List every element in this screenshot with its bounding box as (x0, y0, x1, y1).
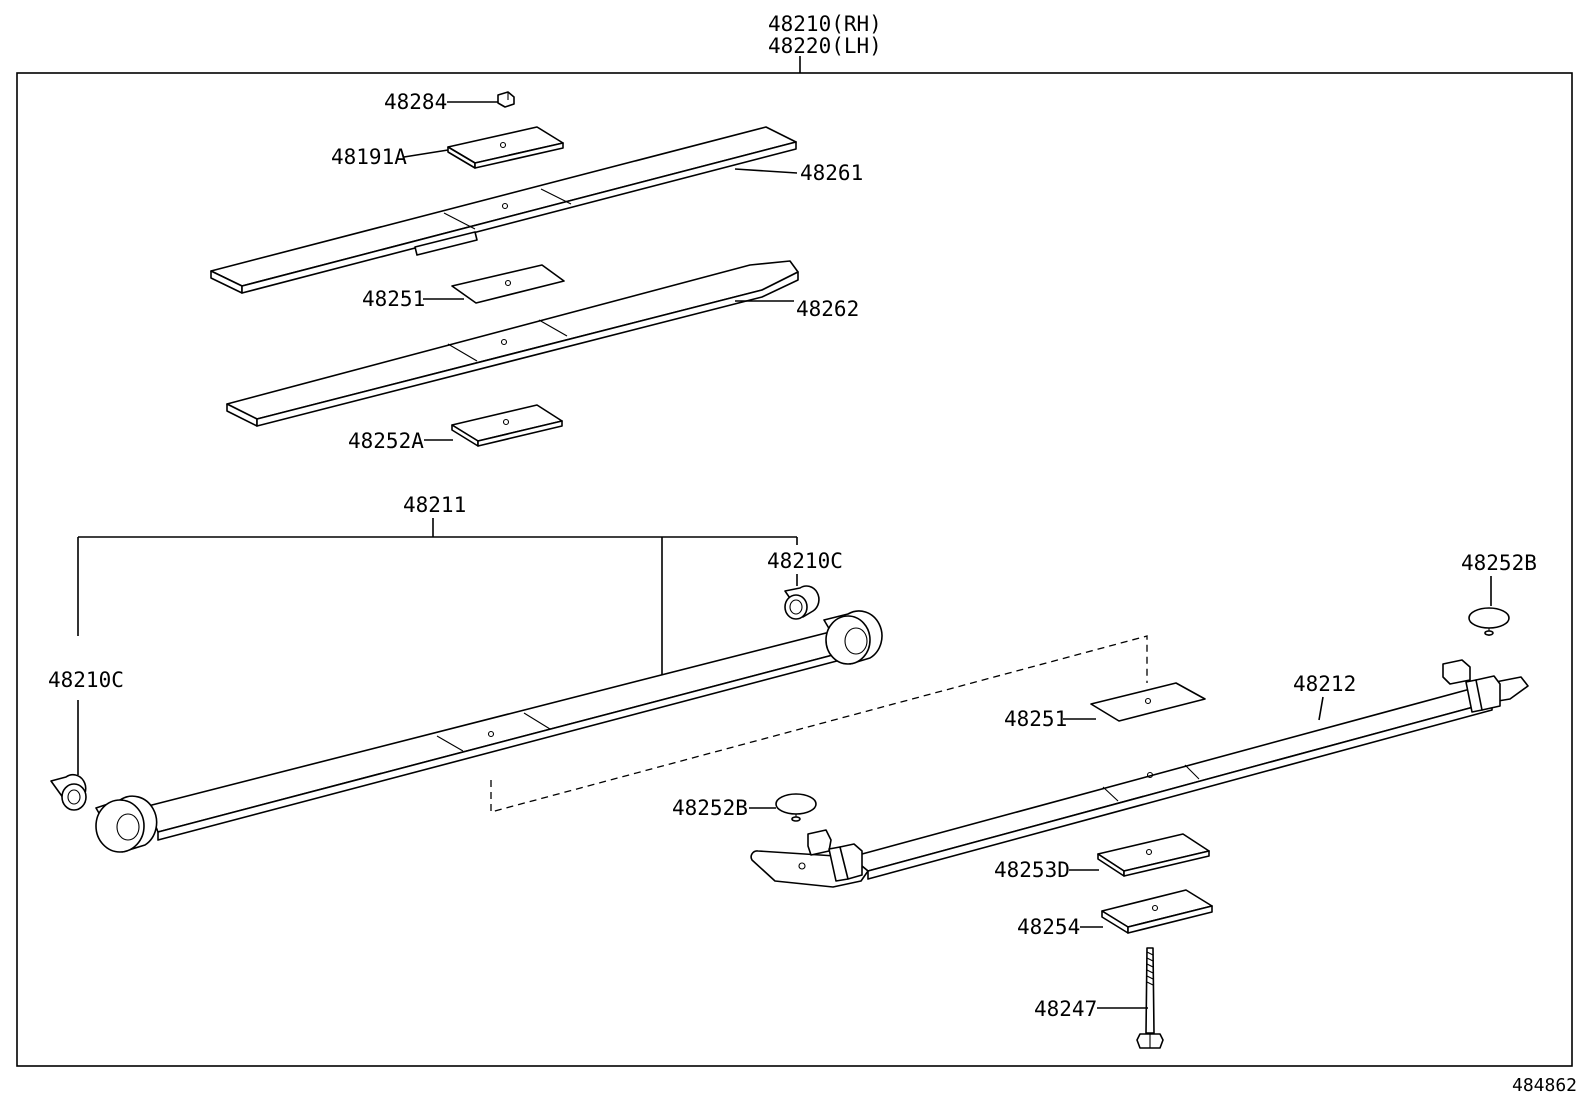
callout-48212: 48212 (1293, 672, 1356, 696)
leaf-spring-48212[interactable] (750, 659, 1529, 888)
callout-48284: 48284 (384, 90, 447, 114)
dashed-guide (490, 635, 1148, 813)
leaf-spring-48261[interactable] (210, 126, 797, 294)
callout-48211: 48211 (403, 493, 466, 517)
pad-48191A[interactable] (447, 126, 564, 169)
callout-48210C-left: 48210C (48, 668, 124, 692)
callout-48253D: 48253D (994, 858, 1070, 882)
shim-48251-lower[interactable] (1090, 682, 1206, 722)
callout-48252B-right: 48252B (1461, 551, 1537, 575)
leader-48261 (734, 168, 798, 174)
callout-48251-top: 48251 (362, 287, 425, 311)
shim-48254[interactable] (1101, 889, 1213, 934)
bumper-48252B-right[interactable] (1468, 607, 1510, 636)
callout-48262: 48262 (796, 297, 859, 321)
shim-48252A[interactable] (451, 404, 563, 447)
shim-48253D[interactable] (1097, 833, 1210, 877)
main-leaf-48211[interactable] (95, 610, 883, 853)
figure-id: 484862 (1512, 1075, 1577, 1096)
bushing-48210C-right[interactable] (784, 585, 820, 620)
callout-48254: 48254 (1017, 915, 1080, 939)
assembly-label-rh: 48210(RH) (768, 12, 882, 36)
leaf-spring-48262[interactable] (226, 260, 799, 427)
assembly-frame (16, 72, 1573, 1067)
callout-48191A: 48191A (331, 145, 407, 169)
shim-48251-top[interactable] (451, 264, 565, 304)
leader-48191A (403, 149, 449, 158)
callout-48251-lower: 48251 (1004, 707, 1067, 731)
bumper-48252B-mid[interactable] (775, 793, 817, 822)
callout-48247: 48247 (1034, 997, 1097, 1021)
callout-48210C-right: 48210C (767, 549, 843, 573)
callout-48261: 48261 (800, 161, 863, 185)
leader-48212 (1318, 696, 1324, 721)
bushing-48210C-left[interactable] (50, 773, 87, 811)
callout-48252A: 48252A (348, 429, 424, 453)
callout-48252B-mid: 48252B (672, 796, 748, 820)
center-bolt-48247[interactable] (1136, 947, 1164, 1049)
assembly-label-lh: 48220(LH) (768, 34, 882, 58)
nut-48284[interactable] (497, 91, 515, 108)
